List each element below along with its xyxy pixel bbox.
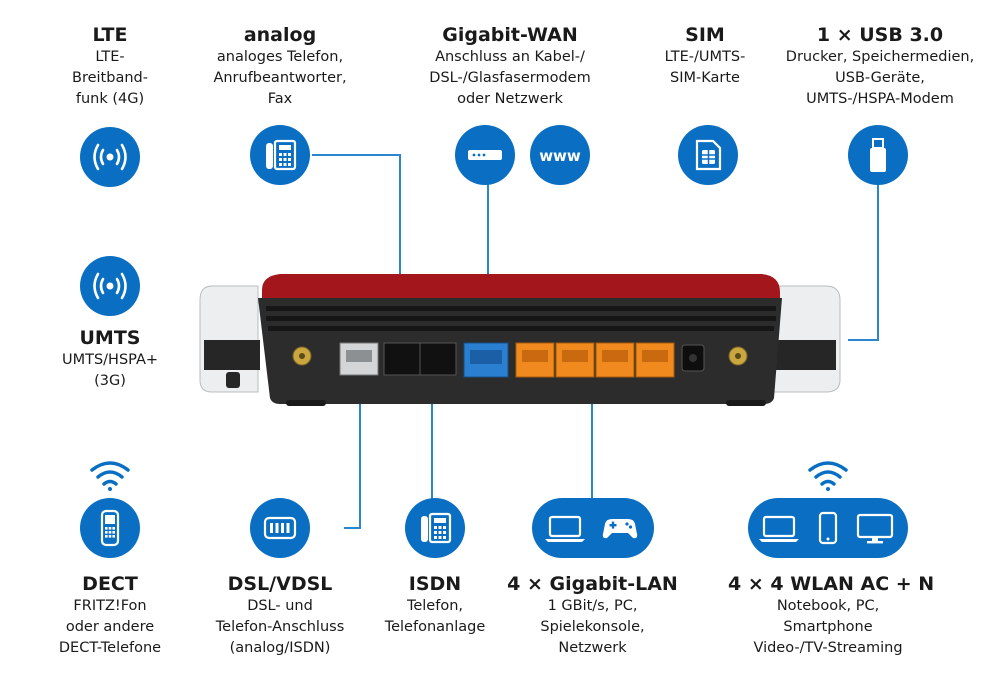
desc-wan-3: oder Netzwerk <box>457 91 563 107</box>
desc-wlan-1: Notebook, PC, <box>776 598 880 614</box>
www-icon: www <box>530 125 590 185</box>
desc-lte-1: LTE- <box>95 49 125 65</box>
wlan-devices-pill <box>748 498 908 558</box>
sim-card-icon <box>678 125 738 185</box>
antenna-signal-icon <box>80 256 140 316</box>
desc-isdn-1: Telefon, <box>406 598 464 614</box>
desc-dect-2: oder andere <box>65 619 155 635</box>
desc-umts-1: UMTS/HSPA+ <box>61 352 159 368</box>
line-dsl <box>344 380 361 529</box>
laptop-icon <box>545 515 585 542</box>
usb-stick-icon <box>848 125 908 185</box>
desc-isdn-2: Telefonanlage <box>384 619 486 635</box>
label-isdn: ISDN Telefon, Telefonanlage <box>370 572 500 638</box>
desc-usb-1: Drucker, Speichermedien, <box>785 49 975 65</box>
line-analog <box>312 154 401 318</box>
title-wan: Gigabit-WAN <box>442 24 578 46</box>
desc-analog-3: Fax <box>267 91 293 107</box>
router-foot-right <box>770 340 836 370</box>
desc-sim-2: SIM-Karte <box>670 70 740 86</box>
desc-dsl-3: (analog/ISDN) <box>229 640 331 656</box>
title-lte: LTE <box>92 24 128 46</box>
antenna-connector-right <box>728 346 748 366</box>
label-usb: 1 × USB 3.0 Drucker, Speichermedien, USB… <box>775 23 985 110</box>
title-lan: 4 × Gigabit-LAN <box>507 573 678 595</box>
fon-port-2 <box>419 342 457 376</box>
desc-dect-3: DECT-Telefone <box>58 640 162 656</box>
desc-wlan-2: Smartphone <box>783 619 873 635</box>
title-sim: SIM <box>685 24 725 46</box>
modem-icon <box>455 125 515 185</box>
dsl-socket-icon <box>250 498 310 558</box>
desc-dsl-2: Telefon-Anschluss <box>215 619 345 635</box>
label-lte: LTE LTE- Breitband- funk (4G) <box>50 23 170 110</box>
desc-analog-1: analoges Telefon, <box>216 49 344 65</box>
title-dsl: DSL/VDSL <box>227 573 333 595</box>
desc-lte-2: Breitband- <box>72 70 148 86</box>
label-dect: DECT FRITZ!Fon oder andere DECT-Telefone <box>40 572 180 659</box>
gamepad-icon <box>602 519 638 539</box>
router-top <box>262 274 780 300</box>
router-foot-left <box>204 340 260 370</box>
label-lan: 4 × Gigabit-LAN 1 GBit/s, PC, Spielekons… <box>505 572 680 659</box>
title-usb: 1 × USB 3.0 <box>816 24 944 46</box>
desc-wlan-3: Video-/TV-Streaming <box>753 640 903 656</box>
antenna-signal-icon <box>80 127 140 187</box>
fon-port-1 <box>383 342 421 376</box>
label-sim: SIM LTE-/UMTS- SIM-Karte <box>650 23 760 89</box>
title-analog: analog <box>243 24 317 46</box>
antenna-connector-left <box>292 346 312 366</box>
lan-devices-pill <box>532 498 654 558</box>
desc-lte-3: funk (4G) <box>75 91 145 107</box>
title-umts: UMTS <box>79 327 141 349</box>
desc-umts-2: (3G) <box>94 373 126 389</box>
label-wlan: 4 × 4 WLAN AC + N Notebook, PC, Smartpho… <box>728 572 935 659</box>
laptop-icon <box>759 515 799 542</box>
label-analog: analog analoges Telefon, Anrufbeantworte… <box>190 23 370 110</box>
smartphone-icon <box>818 511 838 545</box>
desk-phone-icon <box>405 498 465 558</box>
desc-lan-2: Spielekonsole, <box>540 619 645 635</box>
desc-usb-2: USB-Geräte, <box>835 70 925 86</box>
desc-wan-1: Anschluss an Kabel-/ <box>435 49 585 65</box>
www-text: www <box>539 147 581 165</box>
line-usb <box>848 185 879 341</box>
cordless-phone-icon <box>80 498 140 558</box>
label-wan: Gigabit-WAN Anschluss an Kabel-/ DSL-/Gl… <box>410 23 610 110</box>
label-umts: UMTS UMTS/HSPA+ (3G) <box>40 326 180 392</box>
desc-dect-1: FRITZ!Fon <box>73 598 147 614</box>
title-isdn: ISDN <box>408 573 462 595</box>
title-dect: DECT <box>82 573 138 595</box>
desc-sim-1: LTE-/UMTS- <box>664 49 746 65</box>
desc-dsl-1: DSL- und <box>247 598 313 614</box>
wifi-icon <box>808 461 848 491</box>
desc-lan-3: Netzwerk <box>558 640 627 656</box>
desc-wan-2: DSL-/Glasfasermodem <box>429 70 591 86</box>
label-dsl: DSL/VDSL DSL- und Telefon-Anschluss (ana… <box>195 572 365 659</box>
desk-phone-icon <box>250 125 310 185</box>
monitor-icon <box>856 513 894 544</box>
desc-analog-2: Anrufbeantworter, <box>213 70 347 86</box>
desc-lan-1: 1 GBit/s, PC, <box>547 598 638 614</box>
lan-ports <box>515 342 675 378</box>
desc-usb-3: UMTS-/HSPA-Modem <box>806 91 954 107</box>
wifi-icon <box>90 461 130 491</box>
title-wlan: 4 × 4 WLAN AC + N <box>728 573 935 595</box>
